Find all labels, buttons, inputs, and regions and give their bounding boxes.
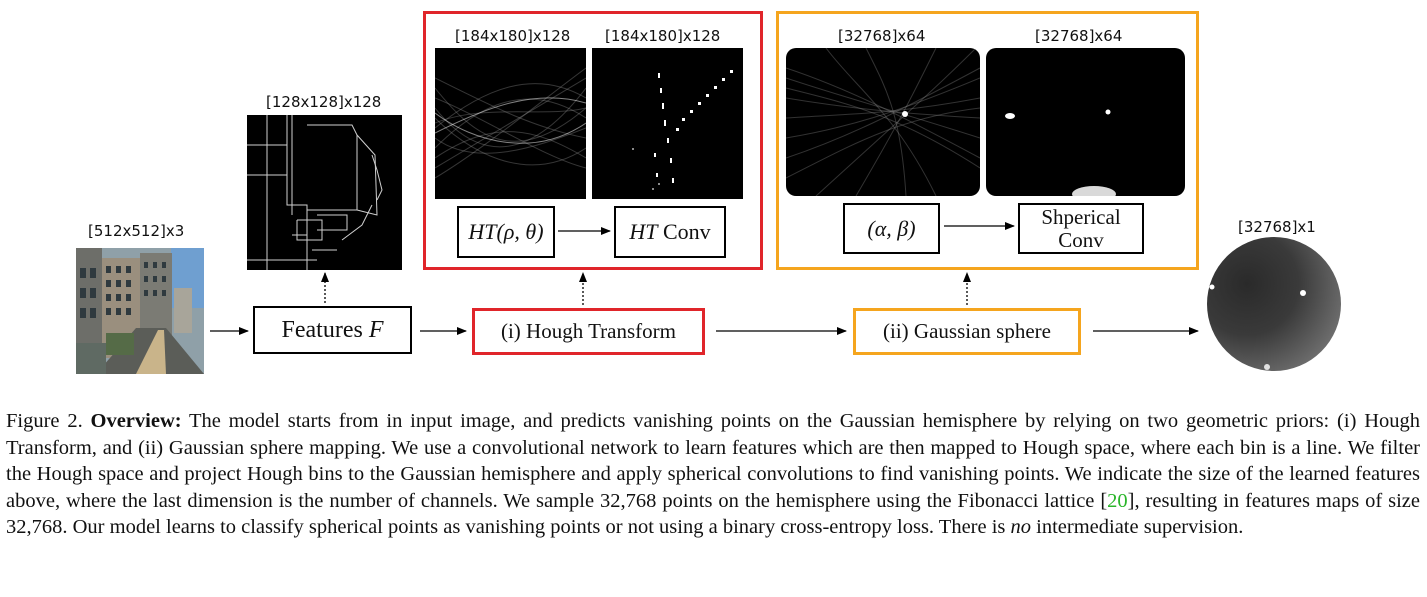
flow-arrows: [0, 0, 1427, 400]
caption-text-3: intermediate supervision.: [1036, 516, 1243, 538]
caption-figure-label: Figure 2.: [6, 410, 83, 432]
caption-bold-lead: Overview:: [91, 410, 182, 432]
figure-caption: Figure 2. Overview: The model starts fro…: [6, 408, 1420, 541]
caption-emphasis: no: [1011, 516, 1032, 538]
caption-citation[interactable]: 20: [1107, 490, 1128, 512]
